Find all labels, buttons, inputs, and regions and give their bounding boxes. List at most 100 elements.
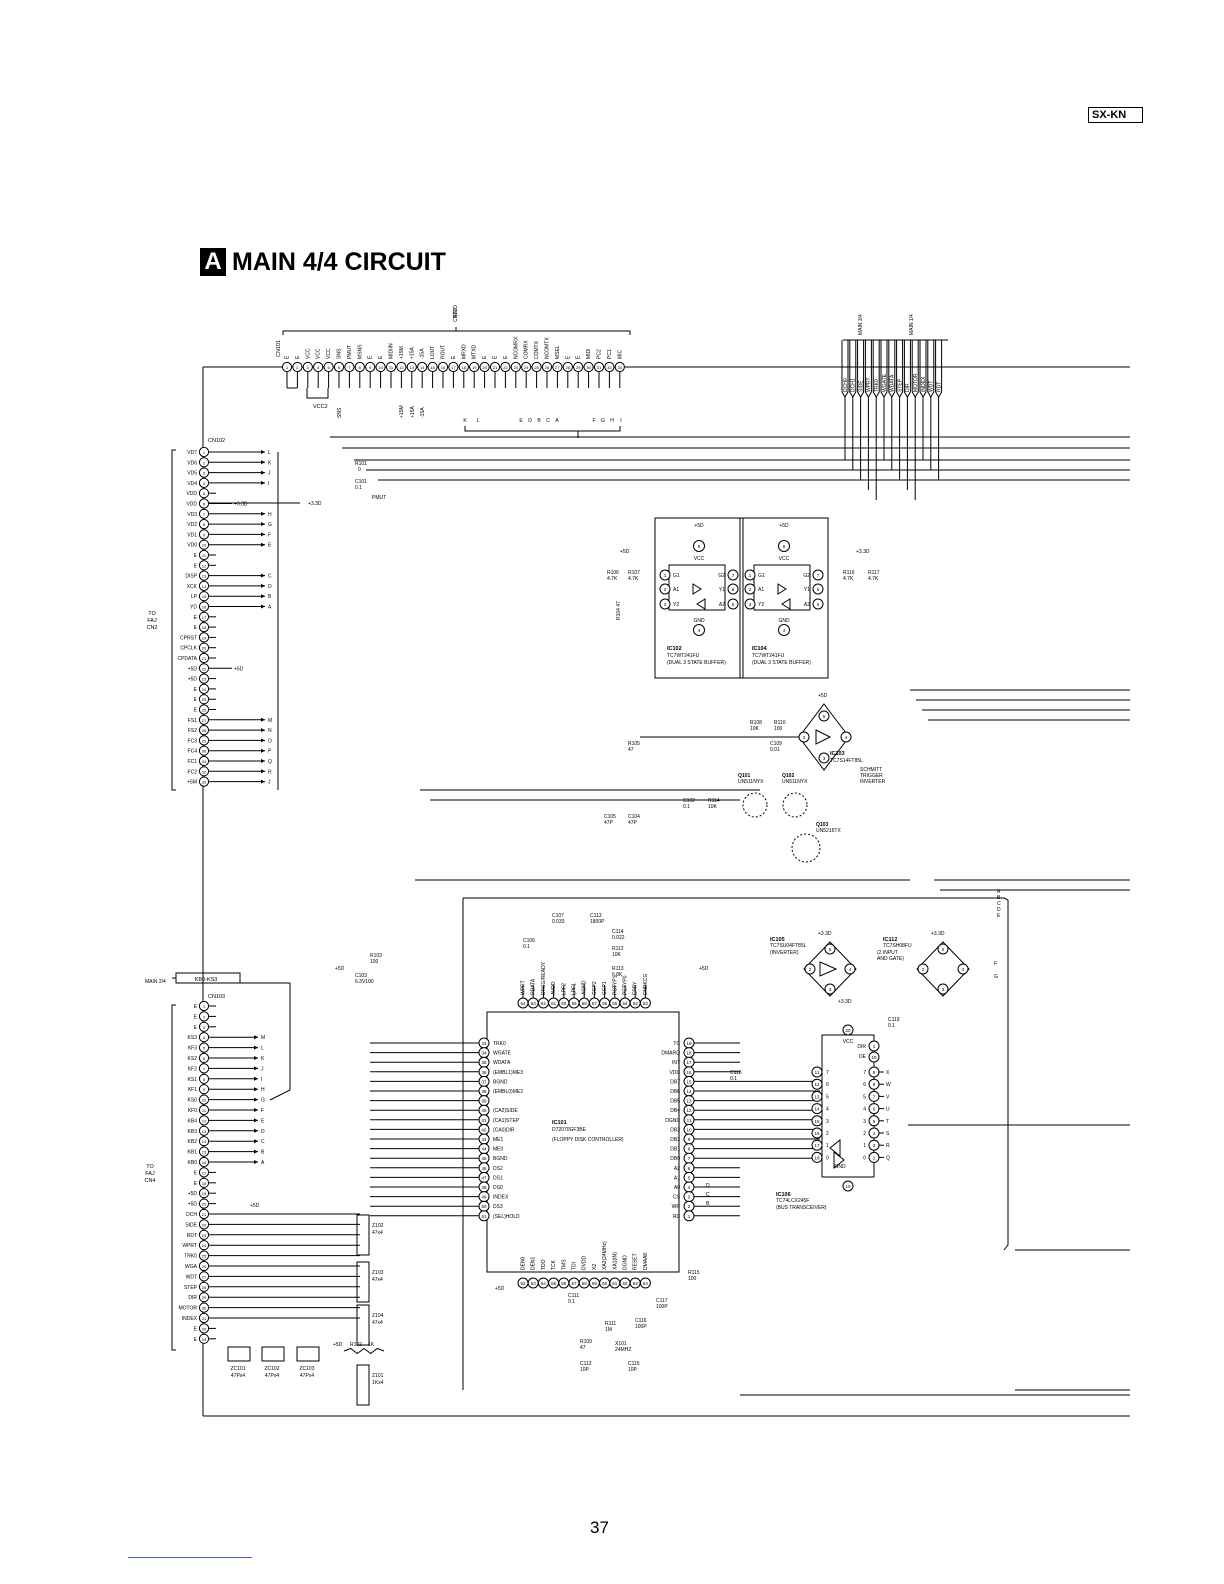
gate-pin <box>844 963 856 975</box>
ic101-pin-num: 6 <box>688 1166 691 1171</box>
cn103-pin-number: 7 <box>203 1066 206 1071</box>
ic102-pin-num: 1 <box>664 573 667 578</box>
cn102-pin-number: 32 <box>202 769 207 774</box>
ic101-pin-name: DEN1 <box>531 1256 537 1270</box>
cn101-pin-number: 5 <box>327 365 330 370</box>
component-ref: C101 <box>355 479 367 485</box>
component-ref: C105 <box>604 814 616 820</box>
cn102-pin-name: CPCLK <box>180 646 197 652</box>
transistor-outline <box>791 833 821 863</box>
ic101-pin-num: 45 <box>481 1156 487 1161</box>
ic101-pin-num: 43 <box>481 1137 487 1142</box>
cn101-pin <box>593 361 605 373</box>
cn103-pin-letter: I <box>261 1077 262 1083</box>
component-ref: R112 <box>612 946 624 952</box>
cn103-pin <box>198 1188 210 1199</box>
gate-pin-num: 3 <box>942 987 945 992</box>
cn103-dest-label: FAJ <box>145 1171 155 1177</box>
cn102-pin-name: VDD <box>186 491 197 497</box>
bus-letter: B <box>706 1201 710 1207</box>
cn103-pin-letter: C <box>261 1139 265 1145</box>
cn102-pin-name: E <box>194 563 198 569</box>
cn103-pin-number: 2 <box>203 1014 206 1019</box>
plus5d-label: +5D <box>620 549 630 555</box>
ic106-pin-num: 12 <box>814 1082 820 1087</box>
cn102-pin-letter: G <box>268 522 272 528</box>
ic101-pin-num: 42 <box>481 1127 487 1132</box>
cn101-pin <box>562 361 573 373</box>
cn102-pin-number: 13 <box>202 574 207 579</box>
component-value: 4.7K <box>607 576 618 582</box>
cn102-pin-name: DISP <box>185 574 197 580</box>
cn102-pin-number: 29 <box>202 738 207 743</box>
ic101-pin-num: 15 <box>686 1079 692 1084</box>
component-value: 100P <box>656 1304 668 1310</box>
component-ref: R106 <box>607 570 619 576</box>
cn102-pin-number: 25 <box>202 697 207 702</box>
component-value: 10P <box>628 1367 638 1373</box>
cn102-pin-letter: E <box>268 543 272 549</box>
arrow-head <box>261 759 265 763</box>
kb-bus-label: KB0-KS3 <box>195 977 218 983</box>
ic101-pin-num: 62 <box>541 1001 547 1006</box>
cn101-pin-number: 7 <box>348 365 351 370</box>
ic101-pin-num: 58 <box>582 1281 588 1286</box>
ic101-pin-name: DB7 <box>670 1079 680 1085</box>
ic102-pin-num: 2 <box>664 587 667 592</box>
ic101-pin-num: 63 <box>531 1001 537 1006</box>
ic106-bit: 7 <box>863 1070 866 1076</box>
bus-letter: K <box>463 418 467 424</box>
cn103-pin <box>198 1115 210 1126</box>
cn102-label: CN102 <box>208 438 225 444</box>
cn103-pin-name: DCH <box>186 1212 197 1218</box>
ic101-pin-name: (CA0)DIR <box>493 1127 515 1133</box>
cn102-pin-number: 12 <box>202 563 207 568</box>
ic101-pin-num: 47 <box>481 1175 487 1180</box>
bus-letter: B <box>997 895 1001 901</box>
ic101-pin-num: 7 <box>688 1156 691 1161</box>
ic106-pin <box>811 1078 823 1090</box>
component-ref: ZC101 <box>230 1366 245 1372</box>
cn102-pin-letter: H <box>268 512 272 518</box>
ic104-pin-name: A1 <box>758 587 764 593</box>
cn101-pin-number: 32 <box>607 365 612 370</box>
cn102-pin <box>198 601 210 612</box>
ic101-pin-name: ME1 <box>493 1137 504 1143</box>
cn101-pin-name: E <box>451 355 457 359</box>
cn102-pin-letter: F <box>268 532 271 538</box>
component-value: 47Px4 <box>265 1373 279 1379</box>
transistor-outline <box>782 792 808 818</box>
ic101-pin-name: (SEL)HOLD <box>493 1214 520 1220</box>
cn102-pin-name: VD2 <box>187 522 197 528</box>
ic102-pin <box>659 569 671 581</box>
cn102-pin <box>198 446 210 458</box>
ic101-pin-num: 35 <box>481 1060 487 1065</box>
component-ref: C113 <box>590 913 602 919</box>
ic101-pin-name: DKCG/READY <box>541 961 547 995</box>
component-ref: X101 <box>615 1341 627 1347</box>
cn101-pin-name: ROUT <box>441 345 447 359</box>
cn103-pin-name: INDEX <box>182 1316 198 1322</box>
cn102-pin-name: FS1 <box>188 718 197 724</box>
resistor-network <box>356 1261 370 1303</box>
arrow-head <box>261 748 265 753</box>
ic102-supply: +5D <box>694 523 704 529</box>
ic101-pin-name: XA2(24MHz) <box>602 1241 608 1270</box>
component-ref: R105 <box>628 741 640 747</box>
ic102-pin <box>693 540 705 552</box>
ic104-pin-name: Y2 <box>758 602 764 608</box>
ic103-pin <box>818 752 830 764</box>
cn102-pin <box>198 683 210 695</box>
cn103-pin-name: KF1 <box>188 1087 197 1093</box>
gate-pin <box>917 963 929 975</box>
cn103-pin-name: WDT <box>186 1274 197 1280</box>
cn103-pin-number: 16 <box>202 1160 207 1165</box>
component-ref: R117 <box>868 570 880 576</box>
ic102-pin-name: G1 <box>673 573 680 579</box>
cn103-pin-number: 5 <box>203 1046 206 1051</box>
cn103-pin-name: KF0 <box>188 1108 197 1114</box>
cn102-pin-name: VD6 <box>187 460 197 466</box>
cn102-pin-number: 23 <box>202 677 207 682</box>
ic101-pin-name: (EMBL1)ME3 <box>493 1070 523 1076</box>
ic101-pin-num: 64 <box>520 1001 526 1006</box>
